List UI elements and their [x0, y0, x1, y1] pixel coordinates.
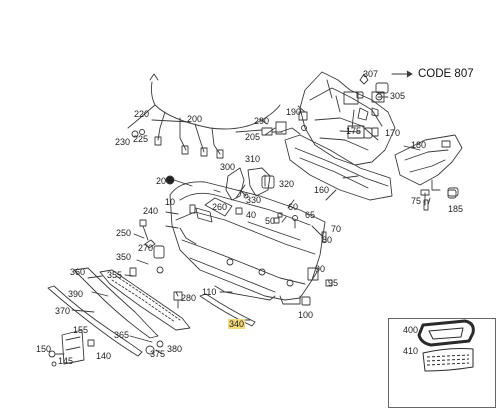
part-label-110: 110 [202, 287, 217, 297]
bumper-cover [169, 181, 326, 305]
module-305 [375, 82, 389, 94]
wiring-harness [127, 73, 283, 159]
part-label-230: 230 [115, 137, 131, 147]
part-label-250: 250 [116, 228, 132, 238]
part-label-270: 270 [138, 243, 154, 253]
part-label-280: 280 [181, 293, 197, 303]
clip-190 [298, 111, 308, 121]
part-label-290: 290 [254, 116, 270, 126]
part-label-370: 370 [55, 306, 71, 316]
trim-390 [47, 285, 143, 357]
part-label-355: 355 [107, 270, 123, 280]
part-label-400: 400 [403, 325, 419, 335]
part-label-300: 300 [220, 162, 236, 172]
part-label-225: 225 [133, 134, 149, 144]
part-label-60: 60 [288, 202, 299, 212]
part-label-320: 320 [279, 179, 295, 189]
side-bracket [394, 134, 463, 206]
inset-drawing [417, 319, 475, 372]
part-label-307: 307 [363, 69, 379, 79]
trim-360 [73, 267, 159, 339]
impact-absorber [279, 127, 393, 201]
trim-340 [199, 293, 256, 327]
part-label-375: 375 [150, 349, 166, 359]
part-label-200: 200 [187, 114, 203, 124]
part-label-190: 190 [286, 107, 302, 117]
part-label-20: 20 [156, 176, 167, 186]
part-label-310: 310 [245, 154, 261, 164]
part-label-145: 145 [58, 356, 74, 366]
lower-grille [99, 269, 191, 331]
part-label-80: 80 [322, 235, 333, 245]
bracket-290 [275, 121, 287, 135]
part-label-365: 365 [114, 330, 130, 340]
part-label-220: 220 [134, 109, 150, 119]
part-label-170: 170 [385, 128, 401, 138]
part-label-50: 50 [265, 216, 276, 226]
part-label-160: 160 [314, 185, 330, 195]
part-label-340: 340 [228, 319, 246, 329]
part-label-410: 410 [403, 346, 419, 356]
part-label-10: 10 [165, 197, 176, 207]
part-label-175: 175 [346, 126, 362, 136]
part-label-100: 100 [298, 310, 314, 320]
part-label-240: 240 [143, 206, 159, 216]
part-label-390: 390 [68, 289, 84, 299]
part-label-350: 350 [116, 252, 132, 262]
crossmember [299, 71, 396, 166]
inset-panel [388, 318, 496, 408]
code-807-label: CODE 807 [418, 68, 474, 80]
part-label-360: 360 [70, 267, 86, 277]
part-label-305: 305 [390, 91, 406, 101]
part-label-75: 75 [411, 196, 422, 206]
part-label-40: 40 [246, 210, 257, 220]
part-label-340-highlight: 340 [228, 319, 246, 329]
part-label-150: 150 [36, 344, 52, 354]
part-label-330: 330 [246, 195, 262, 205]
part-label-180: 180 [411, 140, 427, 150]
part-label-95: 95 [328, 278, 339, 288]
part-label-65: 65 [305, 210, 316, 220]
part-label-70: 70 [331, 224, 342, 234]
headlamp-brackets [225, 167, 275, 215]
part-label-185: 185 [448, 204, 464, 214]
part-label-90: 90 [315, 264, 326, 274]
part-label-155: 155 [73, 325, 89, 335]
part-label-140: 140 [96, 351, 112, 361]
part-label-260: 260 [212, 202, 228, 212]
part-label-205: 205 [245, 132, 261, 142]
part-label-380: 380 [167, 344, 183, 354]
